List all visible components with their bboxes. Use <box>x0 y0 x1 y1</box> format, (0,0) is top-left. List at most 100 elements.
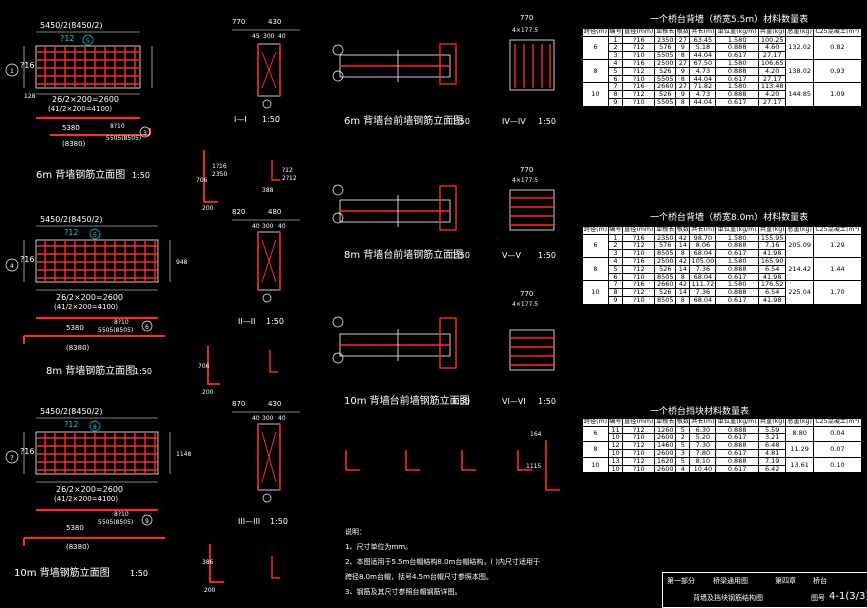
table-cell: 4.20 <box>757 66 787 76</box>
tb-sheet-no: 4-1(3/3) <box>829 591 867 602</box>
ssec1-dim-sp: 4×177.5 <box>512 27 538 34</box>
table-header-cell: 根数 <box>675 226 691 235</box>
concrete-cell: 1.29 <box>812 233 863 258</box>
sec1-dim-d: 40 <box>278 33 286 40</box>
elev3-bar-a: ?12 <box>64 420 78 429</box>
total-cell: 225.04 <box>785 280 814 305</box>
span-cell: 10 <box>582 280 609 305</box>
section-shapes <box>232 29 300 503</box>
table-cell: 4.73 <box>689 66 717 76</box>
table-header-cell: 单根长 <box>654 418 677 427</box>
table-header-cell: 共长(m) <box>689 418 717 427</box>
table-header-cell: 直径(mm) <box>622 28 656 37</box>
bar-shapes <box>203 150 280 583</box>
table-cell: 10 <box>607 464 624 474</box>
ssec3-dim-sp: 4×177.5 <box>512 301 538 308</box>
table-header-row: 跨径(m)编号直径(mm)单根长根数共长(m)单位重(kg/m)共重(kg)总重… <box>582 226 863 235</box>
span-cell: 6 <box>582 425 609 443</box>
table-header-cell: C25混凝土(m³) <box>812 418 863 427</box>
sec2-dim-b: 300 <box>262 223 274 230</box>
table-cell: 44.04 <box>689 98 717 107</box>
shape3-h: 706 <box>198 363 210 370</box>
table-header-cell: 共重(kg) <box>757 28 787 37</box>
table-cell: 8505 <box>654 296 677 305</box>
table-header-row: 跨径(m)编号直径(mm)单根长根数共长(m)单位重(kg/m)共重(kg)总重… <box>582 418 863 427</box>
table-header-cell: 共重(kg) <box>757 418 787 427</box>
table-header-cell: C25混凝土(m³) <box>812 226 863 235</box>
table-cell: 5505 <box>654 98 677 107</box>
total-cell: 8.80 <box>785 425 814 443</box>
plan1-title: 6m 背墙台前墙钢筋立面图 <box>344 114 463 127</box>
tb-type: 桥台 <box>813 577 827 585</box>
sec3-dim-d: 40 <box>278 415 286 422</box>
elev1-callout-sp: 5505(8505) <box>106 135 141 142</box>
table-cell: 526 <box>654 264 677 274</box>
elev3-bot-dim2: (41/2×200=4100) <box>54 495 118 503</box>
span-cell: 8 <box>582 256 609 282</box>
table-header-cell: 根数 <box>675 418 691 427</box>
table-cell: 14 <box>675 264 691 274</box>
plan2-scale: 1:50 <box>452 251 470 260</box>
shape1-w: 200 <box>202 205 214 212</box>
elev1-callout-bar: 8?10 <box>110 123 125 130</box>
elevation-10m <box>5 417 171 546</box>
material-table-3: 跨径(m)编号直径(mm)单根长根数共长(m)单位重(kg/m)共重(kg)总重… <box>582 418 863 474</box>
total-cell: 132.02 <box>785 35 814 60</box>
shape5-h: 1115 <box>526 463 541 470</box>
plan3-title: 10m 背墙台前墙钢筋立面图 <box>344 394 470 407</box>
elev1-callout-len: 5380 <box>62 124 80 132</box>
ssec1-dim-top: 770 <box>520 14 533 22</box>
shape4-w: 200 <box>204 587 216 594</box>
concrete-cell: 0.04 <box>812 425 863 443</box>
concrete-cell: 0.07 <box>812 441 863 458</box>
elev1-bot-dim1: 26/2×200=2600 <box>52 95 119 104</box>
table-header-cell: 共长(m) <box>689 226 717 235</box>
elev1-scale: 1:50 <box>132 171 150 180</box>
table-cell: 9 <box>675 66 691 76</box>
table-header-cell: 单根长 <box>654 226 677 235</box>
table-cell: 68.04 <box>689 296 717 305</box>
sec1-dim-top: 770 <box>232 18 245 26</box>
shape2-label: ?12 <box>282 167 293 174</box>
table-header-cell: 总重(kg) <box>785 226 814 235</box>
table-header-cell: 总重(kg) <box>785 28 814 37</box>
elev2-bar-a: ?12 <box>64 228 78 237</box>
tb-part: 第一部分 <box>667 577 695 585</box>
table-header-cell: 总重(kg) <box>785 418 814 427</box>
material-table-1: 跨径(m)编号直径(mm)单根长根数共长(m)单位重(kg/m)共重(kg)总重… <box>582 28 863 107</box>
table-cell: ?12 <box>622 264 656 274</box>
table-cell: 1620 <box>654 456 677 466</box>
table-header-cell: 直径(mm) <box>622 226 656 235</box>
tb-chapter: 第四章 <box>775 577 796 585</box>
concrete-cell: 0.10 <box>812 456 863 474</box>
table-cell: ?10 <box>622 296 656 305</box>
sec3-dim-b: 300 <box>262 415 274 422</box>
sec2-dim-c: 40 <box>252 223 260 230</box>
table-cell: 4 <box>675 464 691 474</box>
table-cell: 7.19 <box>757 456 787 466</box>
table-cell: 0.888 <box>715 456 759 466</box>
elev3-callout-sp: 5505(8505) <box>98 519 133 526</box>
table-header-cell: 跨径(m) <box>582 418 609 427</box>
table-cell: 5 <box>607 66 624 76</box>
note-2: 2、本图适用于5.5m台帽结构8.0m台帽结构，( )内尺寸适用于 <box>345 558 541 566</box>
sec1-dim-b: 45 <box>252 33 260 40</box>
ssec3-scale: 1:50 <box>538 397 556 406</box>
table-header-cell: 直径(mm) <box>622 418 656 427</box>
concrete-cell: 0.93 <box>812 58 863 84</box>
table-cell: 8 <box>675 296 691 305</box>
elev2-callout-bar: 8?10 <box>114 319 129 326</box>
table-cell: 0.888 <box>715 66 759 76</box>
elev1-marker-b: 1 <box>10 68 14 75</box>
table-header-cell: 单位重(kg/m) <box>715 226 759 235</box>
elev1-top-dim: 5450/2(8450/2) <box>40 21 103 30</box>
table-header-cell: 编号 <box>607 226 624 235</box>
sec1-title: I—I <box>234 115 247 124</box>
